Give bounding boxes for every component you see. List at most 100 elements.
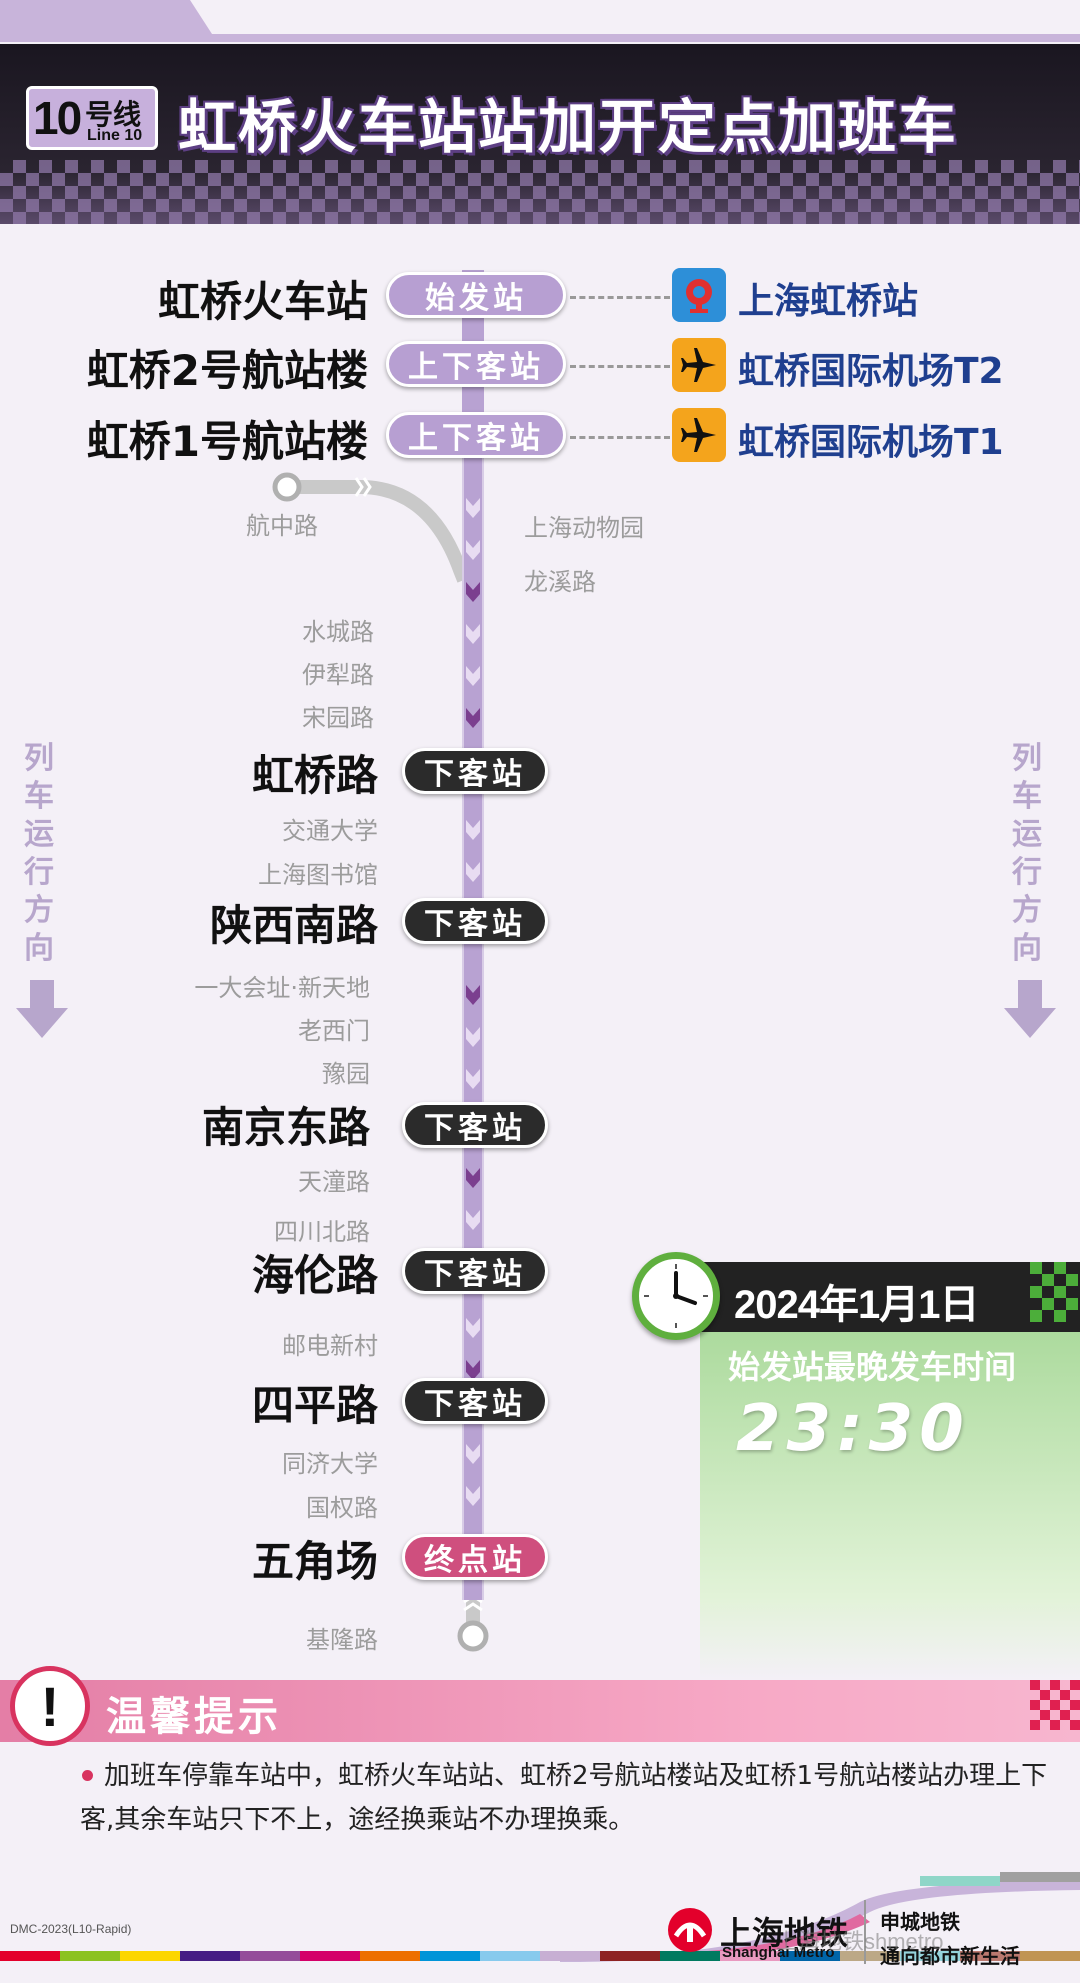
direction-label-right: 列车运行方向 — [1010, 740, 1044, 968]
minor-station: 国权路 — [306, 1494, 378, 1522]
direction-chevron-icon — [466, 820, 480, 840]
direction-char: 列 — [24, 741, 54, 776]
minor-station: 上海动物园 — [524, 514, 644, 542]
slogan-line-1: 申城地铁 — [880, 1910, 960, 1934]
watermark: 上海地铁shmetro — [776, 1929, 944, 1954]
document-code: DMC-2023(L10-Rapid) — [10, 1922, 132, 1936]
direction-chevron-icon — [466, 1486, 480, 1506]
line-suffix: 号线 — [85, 98, 142, 131]
slogan-line-2: 通向都市新生活 — [880, 1944, 1020, 1968]
minor-station: 邮电新村 — [282, 1332, 378, 1360]
hub-link-line — [570, 296, 670, 299]
station-tag-wujiaochang: 终点站 — [402, 1534, 548, 1580]
direction-arrow-icon — [16, 980, 68, 1038]
last-departure-time: 23:30 — [736, 1392, 970, 1466]
line-10-track — [462, 440, 484, 1600]
railway-icon — [672, 268, 726, 322]
direction-chevron-icon — [466, 540, 480, 560]
station-name-hongqiao-t2: 虹桥2号航站楼 — [86, 346, 368, 395]
hub-name-hongqiao-t2: 虹桥国际机场T2 — [738, 351, 1004, 392]
hub-name-hongqiao-t1: 虹桥国际机场T1 — [738, 422, 1004, 463]
minor-station: 四川北路 — [274, 1218, 370, 1246]
airplane-icon — [672, 338, 726, 392]
tip-bar-checker — [1030, 1680, 1080, 1730]
station-tag-hongqiao-t1: 上下客站 — [386, 412, 566, 458]
direction-chevron-icon — [466, 666, 480, 686]
direction-char: 向 — [1012, 931, 1042, 966]
footer-divider — [864, 1900, 866, 1964]
direction-chevron-icon — [466, 624, 480, 644]
bullet-dot — [82, 1770, 93, 1781]
shanghai-metro-logo-icon — [668, 1908, 712, 1952]
date-bar-checker — [1030, 1262, 1078, 1322]
minor-station: 豫园 — [322, 1060, 370, 1088]
tail-end-circle — [457, 1620, 489, 1652]
minor-station: 交通大学 — [282, 817, 378, 845]
direction-char: 方 — [24, 893, 54, 928]
header-checker-pattern — [0, 160, 1080, 224]
station-tag-hongqiao-railway: 始发站 — [386, 272, 566, 318]
direction-chevron-icon — [466, 582, 480, 602]
tip-title: 温馨提示 — [106, 1694, 282, 1740]
direction-chevron-icon — [466, 1069, 480, 1089]
direction-chevron-icon — [466, 1360, 480, 1380]
direction-char: 行 — [1012, 855, 1042, 890]
minor-station: 天潼路 — [298, 1168, 370, 1196]
direction-chevron-icon — [466, 498, 480, 518]
exclamation-mark: ! — [40, 1674, 60, 1738]
direction-char: 运 — [1012, 817, 1042, 852]
direction-char: 车 — [1012, 779, 1042, 814]
direction-char: 向 — [24, 931, 54, 966]
station-name-nanjing-east: 南京东路 — [201, 1103, 370, 1152]
station-name-hongqiao-railway: 虹桥火车站 — [157, 277, 368, 326]
minor-station: 水城路 — [302, 618, 374, 646]
station-name-wujiaochang: 五角场 — [251, 1537, 378, 1586]
hub-link-line — [570, 365, 670, 368]
tip-bar — [0, 1680, 1080, 1742]
clock-icon — [632, 1252, 720, 1340]
direction-chevron-icon — [466, 1027, 480, 1047]
last-departure-label: 始发站最晚发车时间 — [728, 1348, 1017, 1386]
logo-text-cn: 上海地铁 — [720, 1914, 849, 1952]
station-tag-hailun-road: 下客站 — [402, 1248, 548, 1294]
direction-char: 列 — [1012, 741, 1042, 776]
minor-station: 同济大学 — [282, 1450, 378, 1478]
direction-chevron-icon — [466, 708, 480, 728]
branch-break-icon — [354, 477, 372, 497]
direction-char: 车 — [24, 779, 54, 814]
direction-chevron-icon — [466, 1318, 480, 1338]
page-title: 虹桥火车站站加开定点加班车 — [178, 93, 959, 161]
minor-station: 龙溪路 — [524, 568, 596, 596]
direction-arrow-icon — [1004, 980, 1056, 1038]
airplane-icon — [672, 408, 726, 462]
direction-chevron-icon — [466, 985, 480, 1005]
minor-station: 一大会址·新天地 — [194, 974, 370, 1002]
station-name-hailun-road: 海伦路 — [251, 1251, 378, 1300]
direction-char: 行 — [24, 855, 54, 890]
top-band-cut — [190, 0, 1080, 34]
date-text: 2024年1月1日 — [734, 1283, 979, 1327]
direction-chevron-icon — [466, 1210, 480, 1230]
station-tag-hongqiao-t2: 上下客站 — [386, 341, 566, 387]
minor-station: 老西门 — [298, 1017, 370, 1045]
footer-line-color-stripe — [0, 1951, 1080, 1961]
minor-station: 伊犁路 — [302, 661, 374, 689]
station-name-shaanxi-south: 陕西南路 — [209, 901, 378, 950]
station-name-hongqiao-t1: 虹桥1号航站楼 — [86, 417, 368, 466]
line-en: Line 10 — [87, 127, 143, 144]
exclamation-icon: ! — [10, 1666, 90, 1746]
station-name-hongqiao-road: 虹桥路 — [251, 751, 378, 800]
hub-name-hongqiao-railway: 上海虹桥站 — [738, 281, 919, 322]
direction-label-left: 列车运行方向 — [22, 740, 56, 968]
logo-text-en: Shanghai Metro — [722, 1944, 835, 1961]
date-bar — [700, 1262, 1080, 1332]
station-tag-hongqiao-road: 下客站 — [402, 748, 548, 794]
station-name-siping-road: 四平路 — [251, 1381, 378, 1430]
direction-chevron-icon — [466, 1168, 480, 1188]
minor-station: 基隆路 — [306, 1626, 378, 1654]
minor-station: 上海图书馆 — [258, 861, 378, 889]
station-tag-shaanxi-south: 下客站 — [402, 898, 548, 944]
tip-body: 加班车停靠车站中，虹桥火车站站、虹桥2号航站楼站及虹桥1号航站楼站办理上下客,其… — [80, 1761, 1048, 1835]
